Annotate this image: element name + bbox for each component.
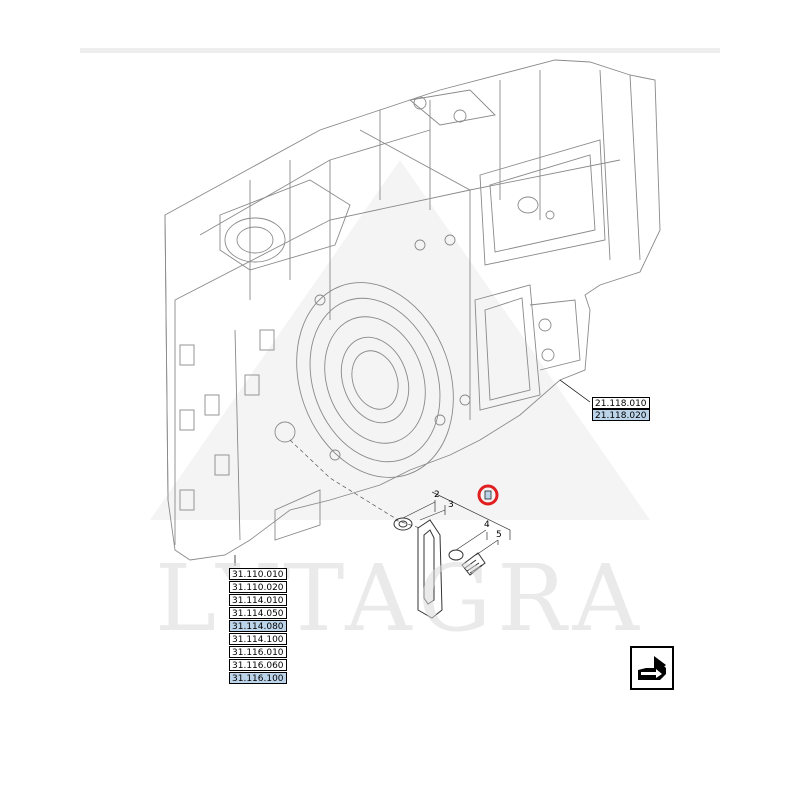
ref-link-31-110-020[interactable]: 31.110.020 bbox=[229, 581, 287, 593]
plate-part bbox=[417, 519, 443, 619]
ref-link-31-114-010[interactable]: 31.114.010 bbox=[229, 594, 287, 606]
callout-3: 3 bbox=[448, 500, 454, 510]
leader-lines bbox=[289, 439, 421, 529]
ref-link-31-114-100[interactable]: 31.114.100 bbox=[229, 633, 287, 645]
callout-2: 2 bbox=[434, 490, 440, 500]
ref-link-21-118-010[interactable]: 21.118.010 bbox=[592, 397, 650, 409]
housing-outline bbox=[164, 59, 661, 561]
ref-link-31-114-050[interactable]: 31.114.050 bbox=[229, 607, 287, 619]
bolt-part bbox=[461, 552, 486, 576]
ref-link-31-116-010[interactable]: 31.116.010 bbox=[229, 646, 287, 658]
ref-link-21-118-020[interactable]: 21.118.020 bbox=[592, 409, 650, 421]
arrow-right-icon bbox=[638, 656, 666, 680]
exploded-parts bbox=[393, 491, 511, 619]
top-rule bbox=[80, 48, 720, 53]
callout-5: 5 bbox=[496, 530, 502, 540]
housing-drawing bbox=[164, 59, 661, 561]
ref-link-31-110-010[interactable]: 31.110.010 bbox=[229, 568, 287, 580]
highlight-marker bbox=[477, 484, 499, 506]
ref-link-31-114-080[interactable]: 31.114.080 bbox=[229, 620, 287, 632]
ref-link-31-116-100[interactable]: 31.116.100 bbox=[229, 672, 287, 684]
navigate-button[interactable] bbox=[630, 646, 674, 690]
o-ring-part bbox=[448, 549, 464, 561]
watermark-triangle bbox=[150, 160, 650, 520]
callout-4: 4 bbox=[484, 520, 490, 530]
ref-link-31-116-060[interactable]: 31.116.060 bbox=[229, 659, 287, 671]
